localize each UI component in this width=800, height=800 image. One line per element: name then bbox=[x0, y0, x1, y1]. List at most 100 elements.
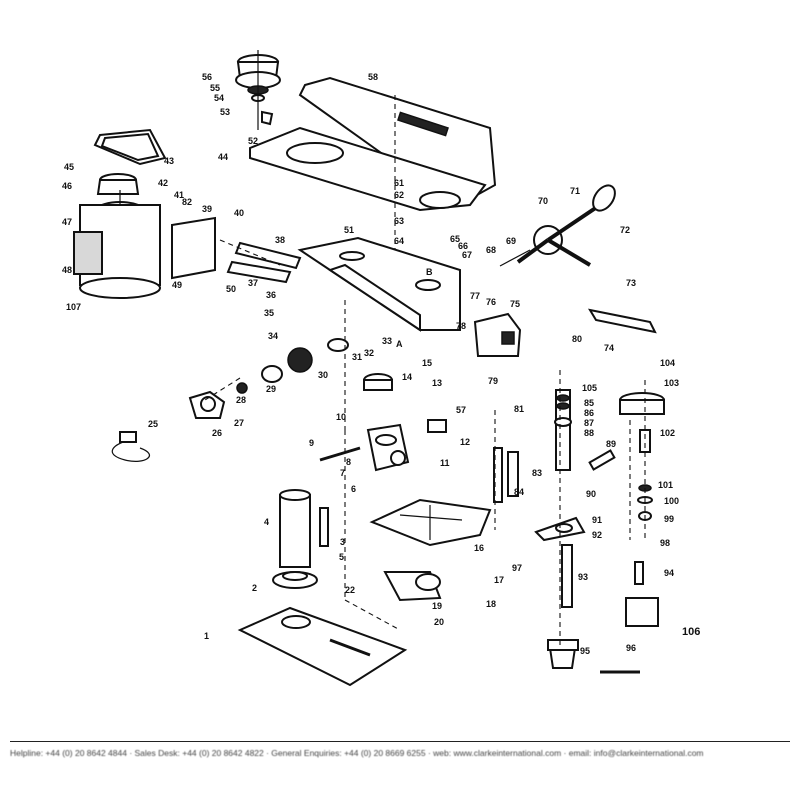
label-73: 73 bbox=[626, 278, 636, 288]
label-57: 57 bbox=[456, 405, 466, 415]
drive-belt bbox=[587, 308, 657, 334]
label-82: 82 bbox=[182, 197, 192, 207]
label-41: 41 bbox=[174, 190, 184, 200]
label-54: 54 bbox=[214, 93, 224, 103]
label-19: 19 bbox=[432, 601, 442, 611]
label-9: 9 bbox=[309, 438, 314, 448]
part-labels: 1 2 3 4 5 6 7 8 9 10 11 12 13 14 15 16 1… bbox=[62, 72, 700, 656]
label-66: 66 bbox=[458, 241, 468, 251]
label-76: 76 bbox=[486, 297, 496, 307]
label-3: 3 bbox=[340, 537, 345, 547]
quill bbox=[493, 447, 519, 503]
spindle-bracket bbox=[534, 516, 586, 542]
label-89: 89 bbox=[606, 439, 616, 449]
label-7: 7 bbox=[340, 468, 345, 478]
motor-bracket-and-rails bbox=[171, 216, 302, 284]
label-58: 58 bbox=[368, 72, 378, 82]
label-12: 12 bbox=[460, 437, 470, 447]
label-40: 40 bbox=[234, 208, 244, 218]
footer-divider bbox=[10, 741, 790, 742]
label-20: 20 bbox=[434, 617, 444, 627]
work-table bbox=[369, 498, 492, 547]
label-17: 17 bbox=[494, 575, 504, 585]
spindle-pulley-assembly bbox=[235, 50, 281, 130]
motor-belt-and-pulley bbox=[93, 128, 167, 195]
label-51: 51 bbox=[344, 225, 354, 235]
label-49: 49 bbox=[172, 280, 182, 290]
label-74: 74 bbox=[604, 343, 614, 353]
label-61: 61 bbox=[394, 178, 404, 188]
label-67: 67 bbox=[462, 250, 472, 260]
label-94: 94 bbox=[664, 568, 674, 578]
label-32: 32 bbox=[364, 348, 374, 358]
leader-lines bbox=[204, 95, 646, 650]
label-44: 44 bbox=[218, 152, 228, 162]
label-A: A bbox=[396, 339, 403, 349]
label-65: 65 bbox=[450, 234, 460, 244]
label-100: 100 bbox=[664, 496, 679, 506]
label-43: 43 bbox=[164, 156, 174, 166]
label-25: 25 bbox=[148, 419, 158, 429]
label-80: 80 bbox=[572, 334, 582, 344]
feed-handles bbox=[499, 184, 616, 267]
label-13: 13 bbox=[432, 378, 442, 388]
table-bracket bbox=[319, 419, 447, 472]
label-16: 16 bbox=[474, 543, 484, 553]
column bbox=[272, 489, 318, 589]
label-5: 5 bbox=[339, 552, 344, 562]
label-91: 91 bbox=[592, 515, 602, 525]
belt-cover-lid bbox=[249, 76, 497, 212]
label-15: 15 bbox=[422, 358, 432, 368]
label-4: 4 bbox=[264, 517, 269, 527]
arbor bbox=[561, 544, 573, 608]
label-55: 55 bbox=[210, 83, 220, 93]
label-64: 64 bbox=[394, 236, 404, 246]
label-72: 72 bbox=[620, 225, 630, 235]
label-92: 92 bbox=[592, 530, 602, 540]
pinion-housing bbox=[188, 390, 226, 419]
label-87: 87 bbox=[584, 418, 594, 428]
chuck bbox=[547, 639, 640, 674]
label-27: 27 bbox=[234, 418, 244, 428]
footer-contact-text: Helpline: +44 (0) 20 8642 4844 · Sales D… bbox=[10, 748, 704, 758]
label-30: 30 bbox=[318, 370, 328, 380]
label-11: 11 bbox=[440, 458, 450, 468]
power-cord bbox=[111, 431, 150, 462]
label-35: 35 bbox=[264, 308, 274, 318]
label-37: 37 bbox=[248, 278, 258, 288]
label-18: 18 bbox=[486, 599, 496, 609]
label-75: 75 bbox=[510, 299, 520, 309]
label-45: 45 bbox=[64, 162, 74, 172]
label-71: 71 bbox=[570, 186, 580, 196]
spindle-pulley bbox=[619, 392, 665, 415]
label-70: 70 bbox=[538, 196, 548, 206]
label-107: 107 bbox=[66, 302, 81, 312]
label-28: 28 bbox=[236, 395, 246, 405]
label-83: 83 bbox=[532, 468, 542, 478]
label-10: 10 bbox=[336, 412, 346, 422]
label-85: 85 bbox=[584, 398, 594, 408]
label-38: 38 bbox=[275, 235, 285, 245]
label-22: 22 bbox=[345, 585, 355, 595]
label-2: 2 bbox=[252, 583, 257, 593]
base bbox=[237, 606, 408, 687]
label-101: 101 bbox=[658, 480, 673, 490]
label-50: 50 bbox=[226, 284, 236, 294]
label-103: 103 bbox=[664, 378, 679, 388]
label-8: 8 bbox=[346, 457, 351, 467]
column-collar bbox=[363, 373, 393, 391]
label-79: 79 bbox=[488, 376, 498, 386]
switch-box bbox=[473, 312, 522, 357]
label-56: 56 bbox=[202, 72, 212, 82]
label-1: 1 bbox=[204, 631, 209, 641]
label-102: 102 bbox=[660, 428, 675, 438]
label-84: 84 bbox=[514, 487, 524, 497]
label-78: 78 bbox=[456, 321, 466, 331]
label-99: 99 bbox=[664, 514, 674, 524]
label-36: 36 bbox=[266, 290, 276, 300]
label-39: 39 bbox=[202, 204, 212, 214]
label-31: 31 bbox=[352, 352, 362, 362]
label-34: 34 bbox=[268, 331, 278, 341]
label-53: 53 bbox=[220, 107, 230, 117]
label-86: 86 bbox=[584, 408, 594, 418]
